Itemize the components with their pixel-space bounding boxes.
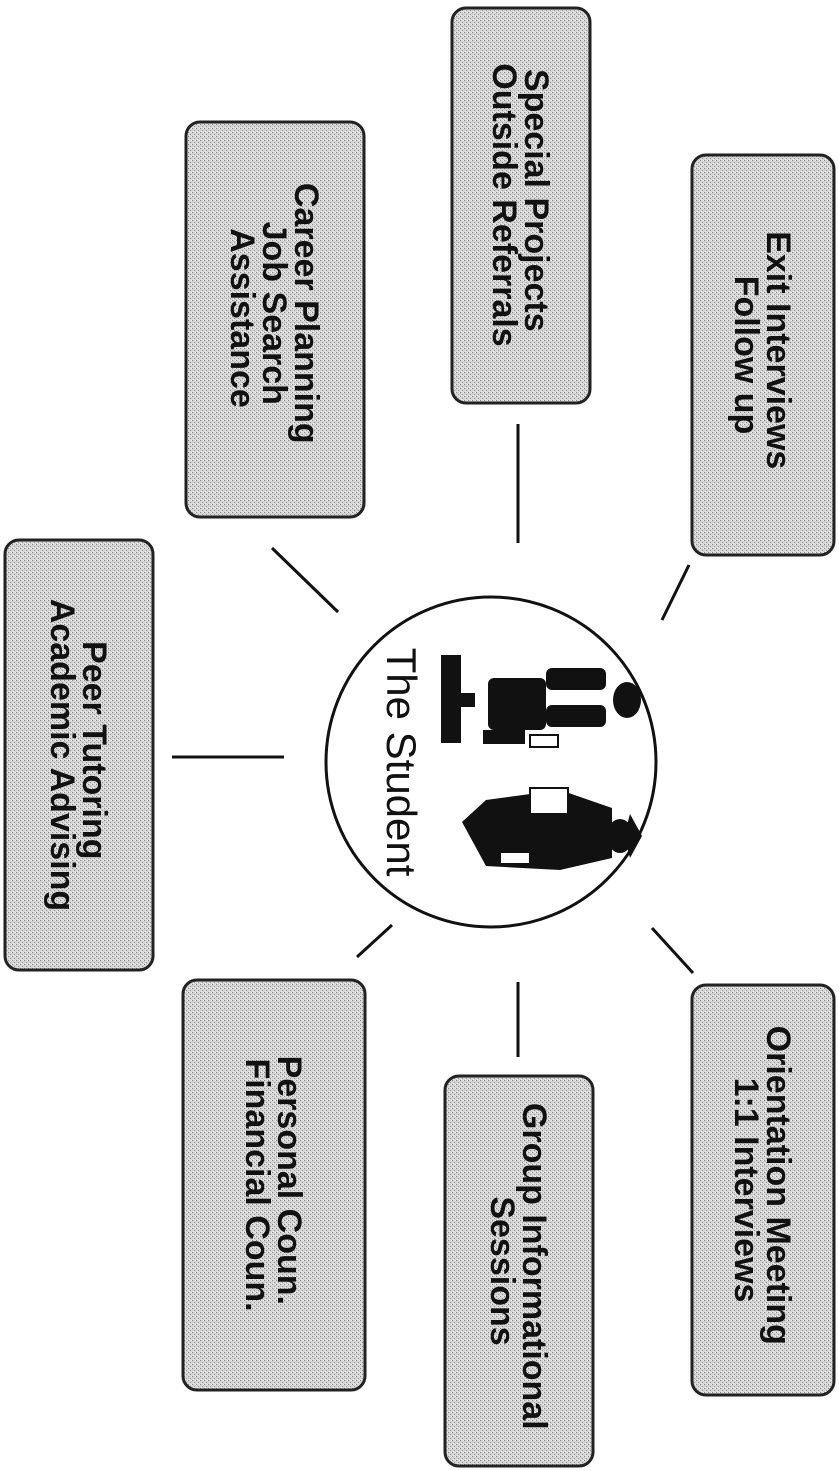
node-box: [443, 1074, 595, 1468]
node-special-projects: Special Projects Outside Referrals: [450, 6, 592, 405]
node-personal-coun: Personal Coun. Financial Coun.: [181, 978, 367, 1392]
node-line: Assistance: [223, 228, 261, 408]
center-circle: [324, 595, 658, 929]
node-line: Job Search: [255, 222, 293, 405]
node-career-planning: Career Planning Job Search Assistance: [184, 120, 366, 519]
graduate-figure: [462, 787, 642, 870]
connector-orientation-meeting: [650, 926, 695, 975]
connector-career-planning: [270, 546, 340, 614]
node-box: [450, 6, 592, 405]
standing-man-figure: [441, 655, 641, 748]
node-label: Special Projects Outside Referrals: [485, 63, 555, 346]
node-label: Peer Tutoring Academic Advising: [43, 599, 113, 911]
node-orientation-meeting: Orientation Meeting 1:1 Interviews: [690, 983, 836, 1397]
node-label: Career Planning Job Search Assistance: [223, 183, 325, 453]
center-node: The Student: [324, 595, 658, 929]
center-title: The Student: [378, 648, 425, 877]
node-label: Exit Interviews Follow up: [727, 231, 797, 479]
node-box: [184, 120, 366, 519]
node-line: Orientation Meeting: [759, 1026, 797, 1345]
node-box: [181, 978, 367, 1392]
connector-exit-interviews: [660, 564, 691, 621]
node-label: Group Informational Sessions: [483, 1103, 553, 1439]
node-line: Follow up: [727, 276, 765, 435]
node-line: Financial Coun.: [238, 1058, 276, 1311]
node-exit-interviews: Exit Interviews Follow up: [690, 153, 836, 557]
node-line: Outside Referrals: [485, 63, 523, 346]
node-line: Special Projects: [517, 69, 555, 332]
node-line: Academic Advising: [43, 599, 81, 911]
node-group-informational: Group Informational Sessions: [443, 1074, 595, 1468]
node-box: [3, 538, 155, 972]
node-line: Career Planning: [287, 183, 325, 444]
node-line: Peer Tutoring: [75, 641, 113, 860]
node-label: Personal Coun. Financial Coun.: [238, 1056, 308, 1315]
node-peer-tutoring: Peer Tutoring Academic Advising: [3, 538, 155, 972]
node-line: Personal Coun.: [270, 1056, 308, 1305]
node-line: Group Informational: [515, 1103, 553, 1430]
node-box: [690, 983, 836, 1397]
node-line: Exit Interviews: [759, 231, 797, 469]
node-line: 1:1 Interviews: [727, 1078, 765, 1303]
connector-personal-coun: [355, 923, 394, 959]
node-label: Orientation Meeting 1:1 Interviews: [727, 1026, 797, 1355]
node-box: [690, 153, 836, 557]
node-line: Sessions: [483, 1196, 521, 1345]
